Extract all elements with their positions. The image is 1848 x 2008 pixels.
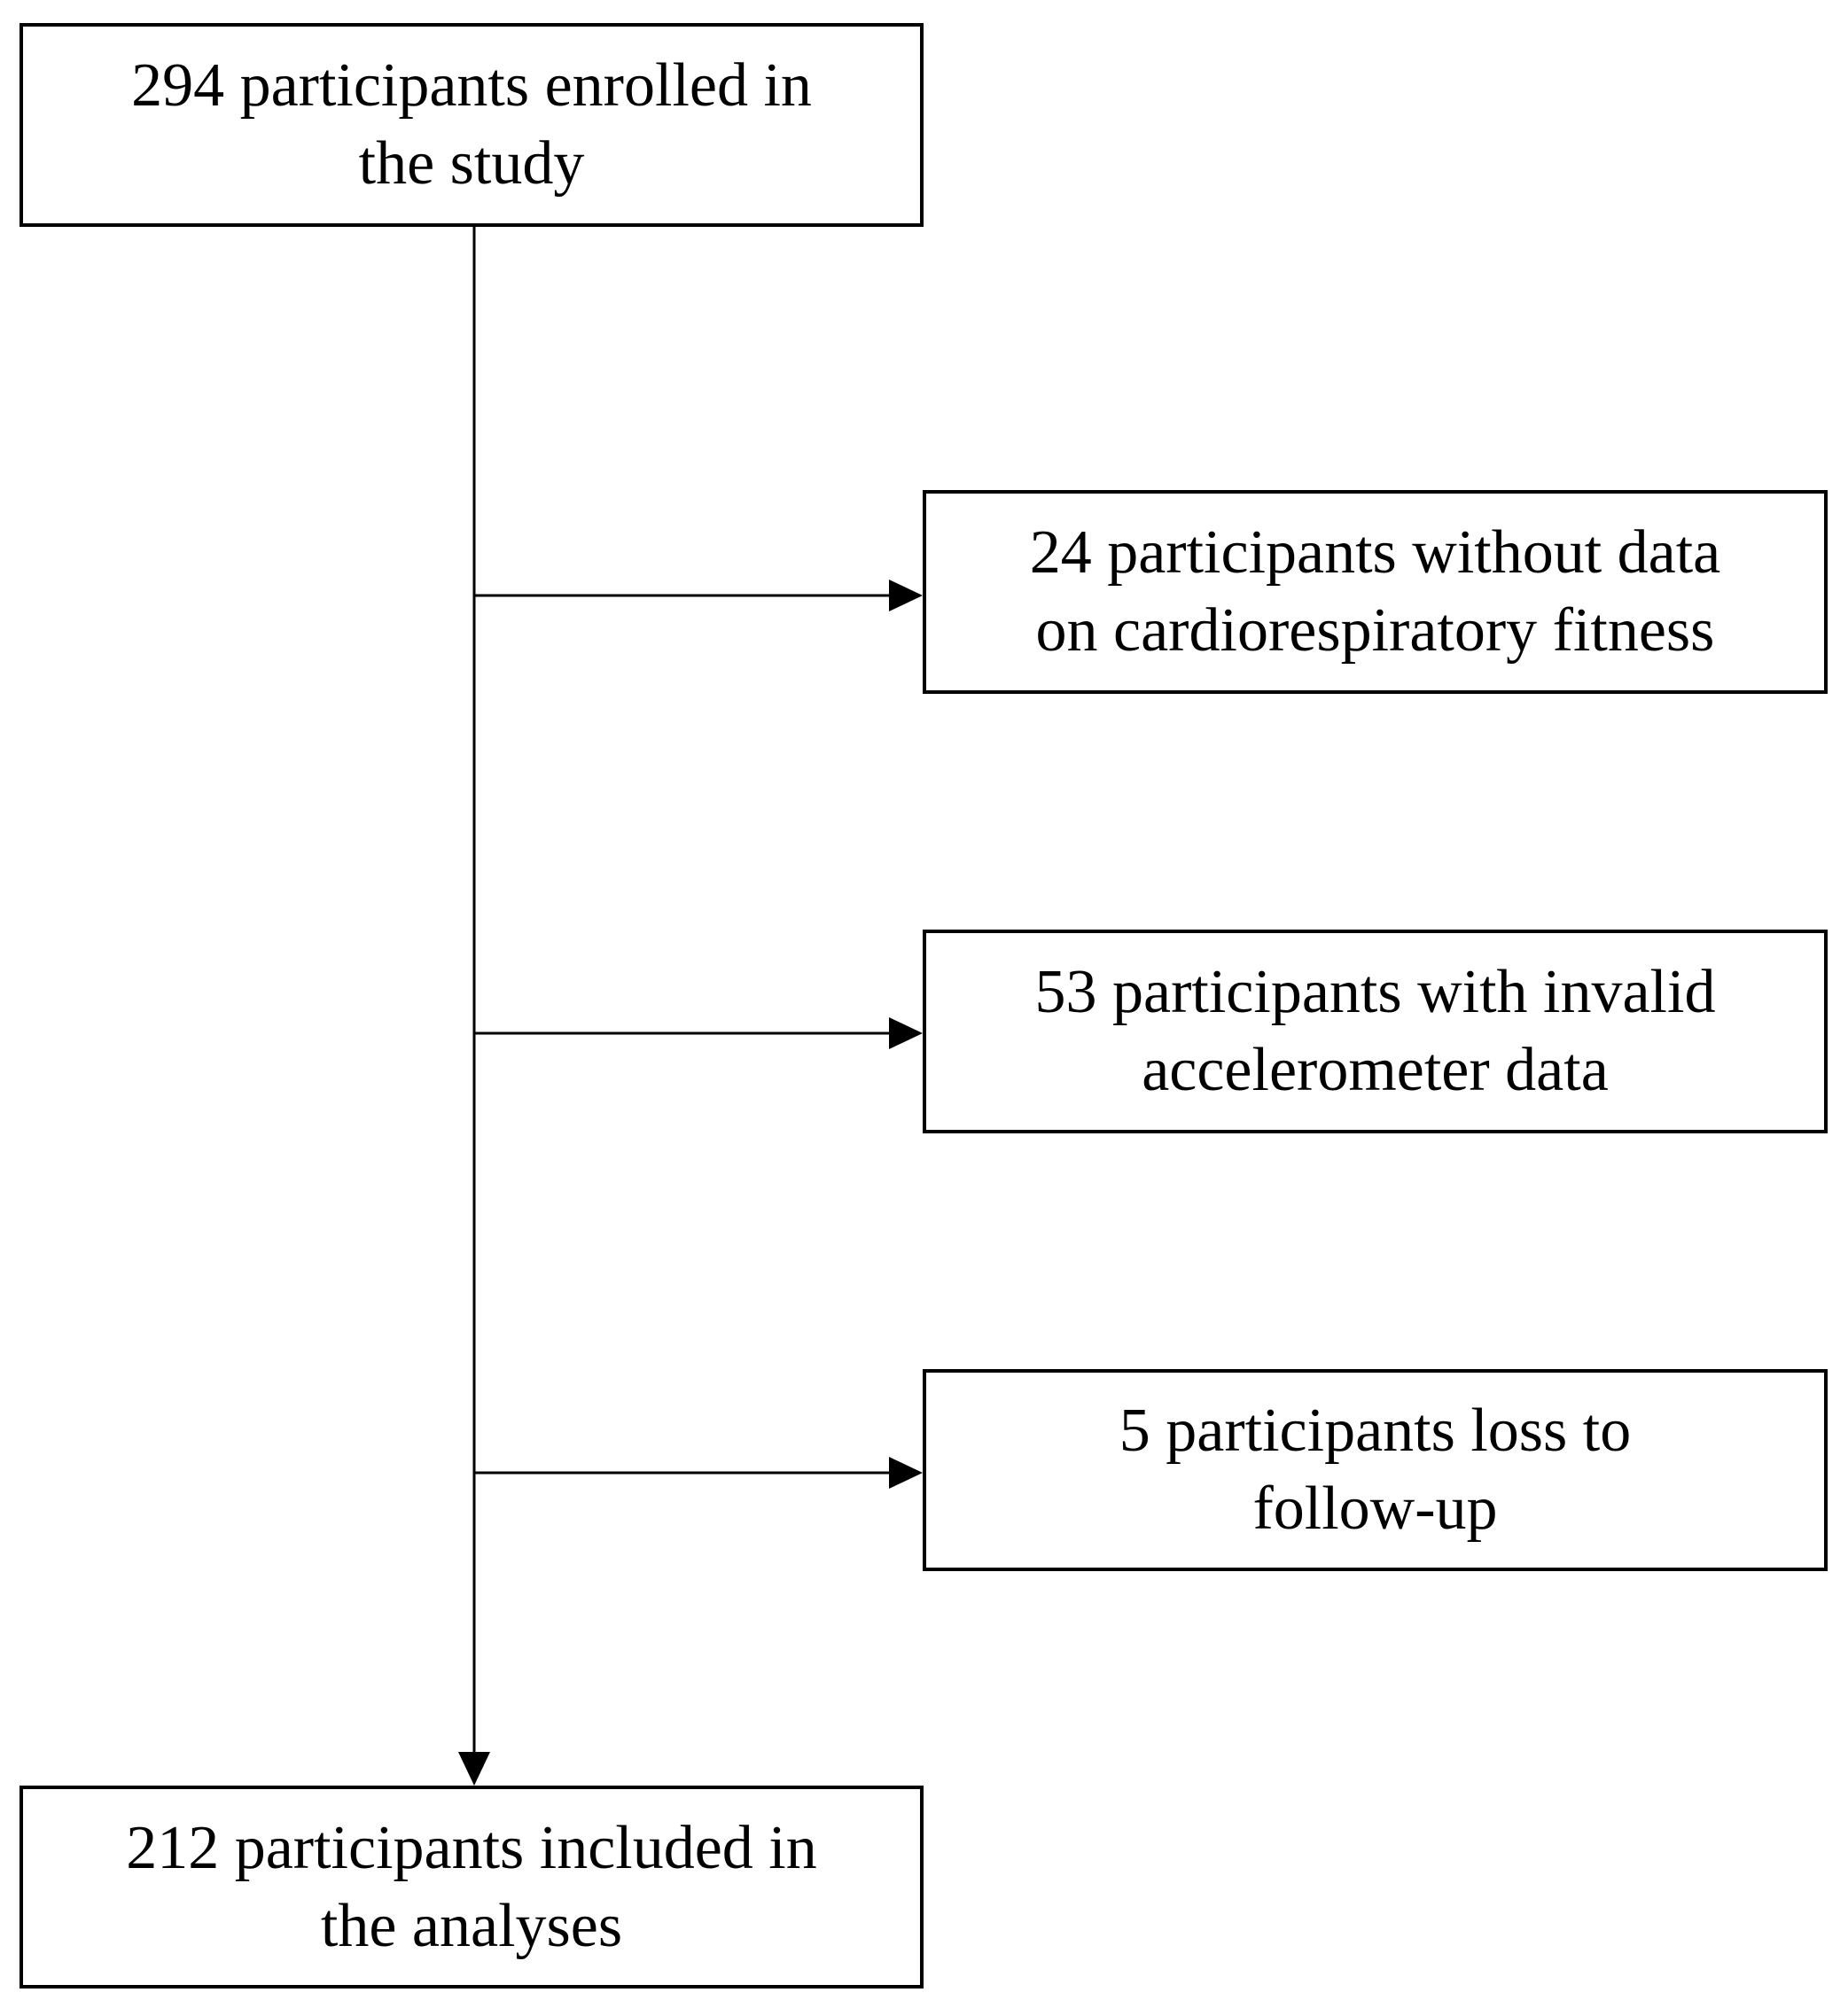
enrolled-box: 294 participants enrolled in the study — [19, 23, 924, 227]
excluded-followup-text: 5 participants loss to follow-up — [1119, 1397, 1632, 1543]
excluded-accelerometer-box: 53 participants with invalid acceleromet… — [923, 930, 1828, 1133]
excluded-fitness-text: 24 participants without data on cardiore… — [1029, 518, 1721, 665]
branch-arrowhead-fitness — [889, 580, 923, 611]
branch-arrowhead-followup — [889, 1457, 923, 1489]
excluded-followup-box: 5 participants loss to follow-up — [923, 1369, 1828, 1571]
branch-arrowhead-accelerometer — [889, 1017, 923, 1049]
included-arrowhead — [458, 1752, 490, 1786]
included-text: 212 participants included in the analyse… — [126, 1813, 817, 1960]
excluded-fitness-box: 24 participants without data on cardiore… — [923, 490, 1828, 694]
enrolled-text: 294 participants enrolled in the study — [131, 51, 812, 198]
excluded-accelerometer-text: 53 participants with invalid acceleromet… — [1034, 958, 1716, 1104]
included-box: 212 participants included in the analyse… — [19, 1786, 924, 1989]
